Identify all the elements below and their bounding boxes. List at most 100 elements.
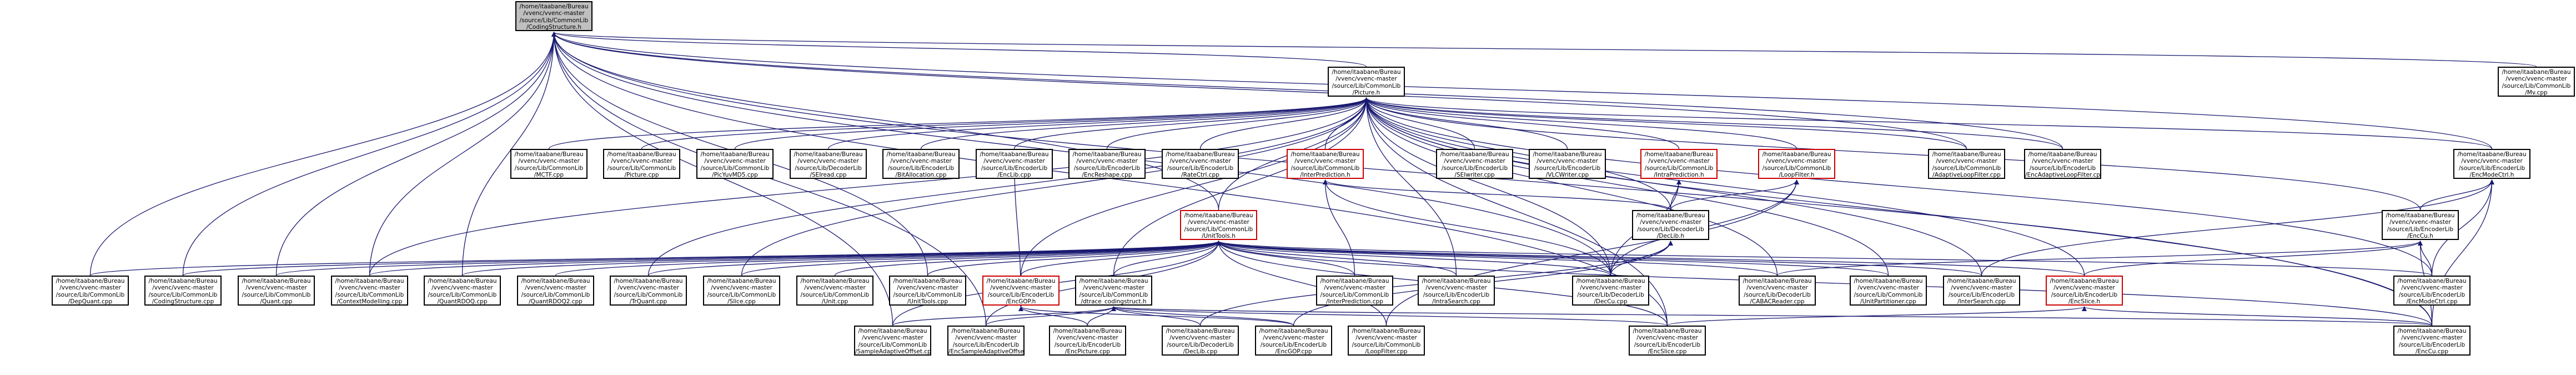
node-enccu-h[interactable]: /home/itaabane/Bureau/vvenc/vvenc-master… xyxy=(2382,210,2459,240)
node-sampleadaptiveoffset-cpp[interactable]: /home/itaabane/Bureau/vvenc/vvenc-master… xyxy=(854,326,931,356)
node-slice-cpp[interactable]: /home/itaabane/Bureau/vvenc/vvenc-master… xyxy=(703,276,780,306)
node-label-line: /home/itaabane/Bureau xyxy=(614,278,683,284)
edge-trquant-cpp-to-unittools-h xyxy=(647,241,1221,276)
edge-contextmodelling-cpp-to-root xyxy=(369,32,557,276)
edge-cabacreader-cpp-to-unittools-h xyxy=(1216,241,1778,276)
node-label-line: /vvenc/vvenc-master xyxy=(1294,158,1356,165)
edge-enccu-h-to-picture-h xyxy=(1364,97,2421,211)
edge-unitpartitioner-cpp-to-unittools-h xyxy=(1216,241,1889,276)
node-encslice-h[interactable]: /home/itaabane/Bureau/vvenc/vvenc-master… xyxy=(2046,276,2123,306)
node-label-line: /vvenc/vvenc-master xyxy=(1766,158,1827,165)
node-label-line: /source/Lib/EncoderLib xyxy=(1260,341,1327,348)
node-loopfilter-h[interactable]: /home/itaabane/Bureau/vvenc/vvenc-master… xyxy=(1758,149,1835,179)
edge-intrasearch-cpp-to-unittools-h xyxy=(1216,241,1457,276)
node-label-line: /vvenc/vvenc-master xyxy=(2389,219,2451,226)
edge-unitpartitioner-cpp-to-picture-h xyxy=(1363,97,1889,276)
edge-cabacreader-cpp-to-picture-h xyxy=(1363,97,1778,276)
node-label-line: /source/Lib/CommonLib xyxy=(148,291,218,298)
node-encgop-h[interactable]: /home/itaabane/Bureau/vvenc/vvenc-master… xyxy=(982,276,1059,306)
node-encgop-cpp[interactable]: /home/itaabane/Bureau/vvenc/vvenc-master… xyxy=(1255,326,1332,356)
node-unit-cpp[interactable]: /home/itaabane/Bureau/vvenc/vvenc-master… xyxy=(796,276,873,306)
node-codingstructure-cpp[interactable]: /home/itaabane/Bureau/vvenc/vvenc-master… xyxy=(144,276,222,306)
node-intrasearch-cpp[interactable]: /home/itaabane/Bureau/vvenc/vvenc-master… xyxy=(1418,276,1495,306)
node-declib-h[interactable]: /home/itaabane/Bureau/vvenc/vvenc-master… xyxy=(1632,210,1709,240)
node-label-line: /SampleAdaptiveOffset.cpp xyxy=(855,348,931,355)
node-cabacreader-cpp[interactable]: /home/itaabane/Bureau/vvenc/vvenc-master… xyxy=(1739,276,1816,306)
node-seiread-cpp[interactable]: /home/itaabane/Bureau/vvenc/vvenc-master… xyxy=(790,149,867,179)
node-label-line: /vvenc/vvenc-master xyxy=(1169,334,1231,342)
node-label-line: /home/itaabane/Bureau xyxy=(1932,151,2001,158)
node-unitpartitioner-cpp[interactable]: /home/itaabane/Bureau/vvenc/vvenc-master… xyxy=(1850,276,1927,306)
node-quantrdoq2-cpp[interactable]: /home/itaabane/Bureau/vvenc/vvenc-master… xyxy=(517,276,594,306)
edge-unittools-cpp-to-unittools-h xyxy=(927,241,1221,276)
node-label-line: /vvenc/vvenc-master xyxy=(431,284,493,292)
node-vlcwriter-cpp[interactable]: /home/itaabane/Bureau/vvenc/vvenc-master… xyxy=(1529,149,1606,179)
node-root[interactable]: /home/itaabane/Bureau/vvenc/vvenc-master… xyxy=(515,1,592,31)
node-ratectrl-cpp[interactable]: /home/itaabane/Bureau/vvenc/vvenc-master… xyxy=(1162,149,1239,179)
node-label-line: /home/itaabane/Bureau xyxy=(1644,151,1714,158)
node-label-line: /vvenc/vvenc-master xyxy=(518,158,580,165)
node-mv-cpp[interactable]: /home/itaabane/Bureau/vvenc/vvenc-master… xyxy=(2498,67,2575,97)
node-encsampleadaptiveoffset-cpp[interactable]: /home/itaabane/Bureau/vvenc/vvenc-master… xyxy=(947,326,1025,356)
node-label-line: /vvenc/vvenc-master xyxy=(339,284,400,292)
node-picture-cpp[interactable]: /home/itaabane/Bureau/vvenc/vvenc-master… xyxy=(603,149,680,179)
node-enclib-cpp[interactable]: /home/itaabane/Bureau/vvenc/vvenc-master… xyxy=(976,149,1053,179)
node-quantrdoq-cpp[interactable]: /home/itaabane/Bureau/vvenc/vvenc-master… xyxy=(424,276,501,306)
node-encmodectrl-h[interactable]: /home/itaabane/Bureau/vvenc/vvenc-master… xyxy=(2453,149,2530,179)
node-label-line: /vvenc/vvenc-master xyxy=(1636,334,1698,342)
node-encpicture-cpp[interactable]: /home/itaabane/Bureau/vvenc/vvenc-master… xyxy=(1049,326,1126,356)
node-unittools-cpp[interactable]: /home/itaabane/Bureau/vvenc/vvenc-master… xyxy=(889,276,966,306)
node-declib-cpp[interactable]: /home/itaabane/Bureau/vvenc/vvenc-master… xyxy=(1162,326,1239,356)
node-picyuvmd5-cpp[interactable]: /home/itaabane/Bureau/vvenc/vvenc-master… xyxy=(696,149,774,179)
node-bitallocation-cpp[interactable]: /home/itaabane/Bureau/vvenc/vvenc-master… xyxy=(882,149,960,179)
node-mctf-cpp[interactable]: /home/itaabane/Bureau/vvenc/vvenc-master… xyxy=(510,149,587,179)
node-label-line: /source/Lib/EncoderLib xyxy=(2398,291,2465,298)
node-label-line: /source/Lib/EncoderLib xyxy=(1423,291,1490,298)
node-label-line: /home/itaabane/Bureau xyxy=(2502,69,2571,76)
node-depquant-cpp[interactable]: /home/itaabane/Bureau/vvenc/vvenc-master… xyxy=(52,276,129,306)
node-label-line: /source/Lib/CommonLib xyxy=(607,164,676,172)
edge-intrasearch-cpp-to-picture-h xyxy=(1363,97,1457,276)
node-label-line: /source/Lib/CommonLib xyxy=(800,291,870,298)
node-label-line: /source/Lib/EncoderLib xyxy=(1441,164,1508,172)
node-label-line: /home/itaabane/Bureau xyxy=(1743,278,1812,284)
node-label-line: /QuantRDOQ.cpp xyxy=(437,298,488,305)
edge-intersearch-cpp-to-picture-h xyxy=(1364,97,1982,276)
node-dtrace-codingstruct-h[interactable]: /home/itaabane/Bureau/vvenc/vvenc-master… xyxy=(1075,276,1152,306)
node-loopfilter-cpp[interactable]: /home/itaabane/Bureau/vvenc/vvenc-master… xyxy=(1348,326,1425,356)
node-label-line: /source/Lib/DecoderLib xyxy=(795,164,862,172)
edge-seiread-cpp-to-picture-h xyxy=(827,97,1369,149)
node-label-line: /InterSearch.cpp xyxy=(1957,298,2006,305)
node-enccu-cpp[interactable]: /home/itaabane/Bureau/vvenc/vvenc-master… xyxy=(2393,326,2470,356)
node-quant-cpp[interactable]: /home/itaabane/Bureau/vvenc/vvenc-master… xyxy=(238,276,315,306)
node-intersearch-cpp[interactable]: /home/itaabane/Bureau/vvenc/vvenc-master… xyxy=(1943,276,2020,306)
node-encslice-cpp[interactable]: /home/itaabane/Bureau/vvenc/vvenc-master… xyxy=(1629,326,1706,356)
edge-unittools-h-to-root xyxy=(551,32,1219,211)
node-encreshape-cpp[interactable]: /home/itaabane/Bureau/vvenc/vvenc-master… xyxy=(1068,149,1146,179)
node-encadaptiveloopfilter-cpp[interactable]: /home/itaabane/Bureau/vvenc/vvenc-master… xyxy=(2024,149,2101,179)
node-label-line: /home/itaabane/Bureau xyxy=(1422,278,1491,284)
node-adaptiveloopfilter-cpp[interactable]: /home/itaabane/Bureau/vvenc/vvenc-master… xyxy=(1928,149,2005,179)
node-interprediction-cpp[interactable]: /home/itaabane/Bureau/vvenc/vvenc-master… xyxy=(1316,276,1393,306)
edge-picyuvmd5-cpp-to-picture-h xyxy=(734,97,1369,149)
node-trquant-cpp[interactable]: /home/itaabane/Bureau/vvenc/vvenc-master… xyxy=(610,276,687,306)
edge-cabacreader-cpp-to-enccu-h xyxy=(1776,241,2423,276)
edge-adaptiveloopfilter-cpp-to-picture-h xyxy=(1364,97,1967,149)
node-label-line: /source/Lib/CommonLib xyxy=(893,291,962,298)
edge-encpicture-cpp-to-dtrace-codingstruct-h xyxy=(1087,306,1117,326)
node-deccu-cpp[interactable]: /home/itaabane/Bureau/vvenc/vvenc-master… xyxy=(1572,276,1649,306)
node-label-line: /home/itaabane/Bureau xyxy=(2457,151,2527,158)
node-seiwriter-cpp[interactable]: /home/itaabane/Bureau/vvenc/vvenc-master… xyxy=(1436,149,1513,179)
node-unittools-h[interactable]: /home/itaabane/Bureau/vvenc/vvenc-master… xyxy=(1180,210,1257,240)
node-interprediction-h[interactable]: /home/itaabane/Bureau/vvenc/vvenc-master… xyxy=(1287,149,1364,179)
node-encmodectrl-cpp[interactable]: /home/itaabane/Bureau/vvenc/vvenc-master… xyxy=(2393,276,2470,306)
node-intraprediction-h[interactable]: /home/itaabane/Bureau/vvenc/vvenc-master… xyxy=(1640,149,1718,179)
edge-encmodectrl-h-to-picture-h xyxy=(1364,97,2493,149)
edge-intersearch-cpp-to-encmodectrl-h xyxy=(1981,179,2494,276)
edge-enccu-cpp-to-dtrace-codingstruct-h xyxy=(1112,306,2433,326)
node-contextmodelling-cpp[interactable]: /home/itaabane/Bureau/vvenc/vvenc-master… xyxy=(331,276,408,306)
node-picture-h[interactable]: /home/itaabane/Bureau/vvenc/vvenc-master… xyxy=(1328,67,1405,97)
edge-encadaptiveloopfilter-cpp-to-picture-h xyxy=(1364,97,2063,149)
node-label-line: /vvenc/vvenc-master xyxy=(1076,158,1138,165)
edge-ratectrl-cpp-to-picture-h xyxy=(1199,97,1369,149)
